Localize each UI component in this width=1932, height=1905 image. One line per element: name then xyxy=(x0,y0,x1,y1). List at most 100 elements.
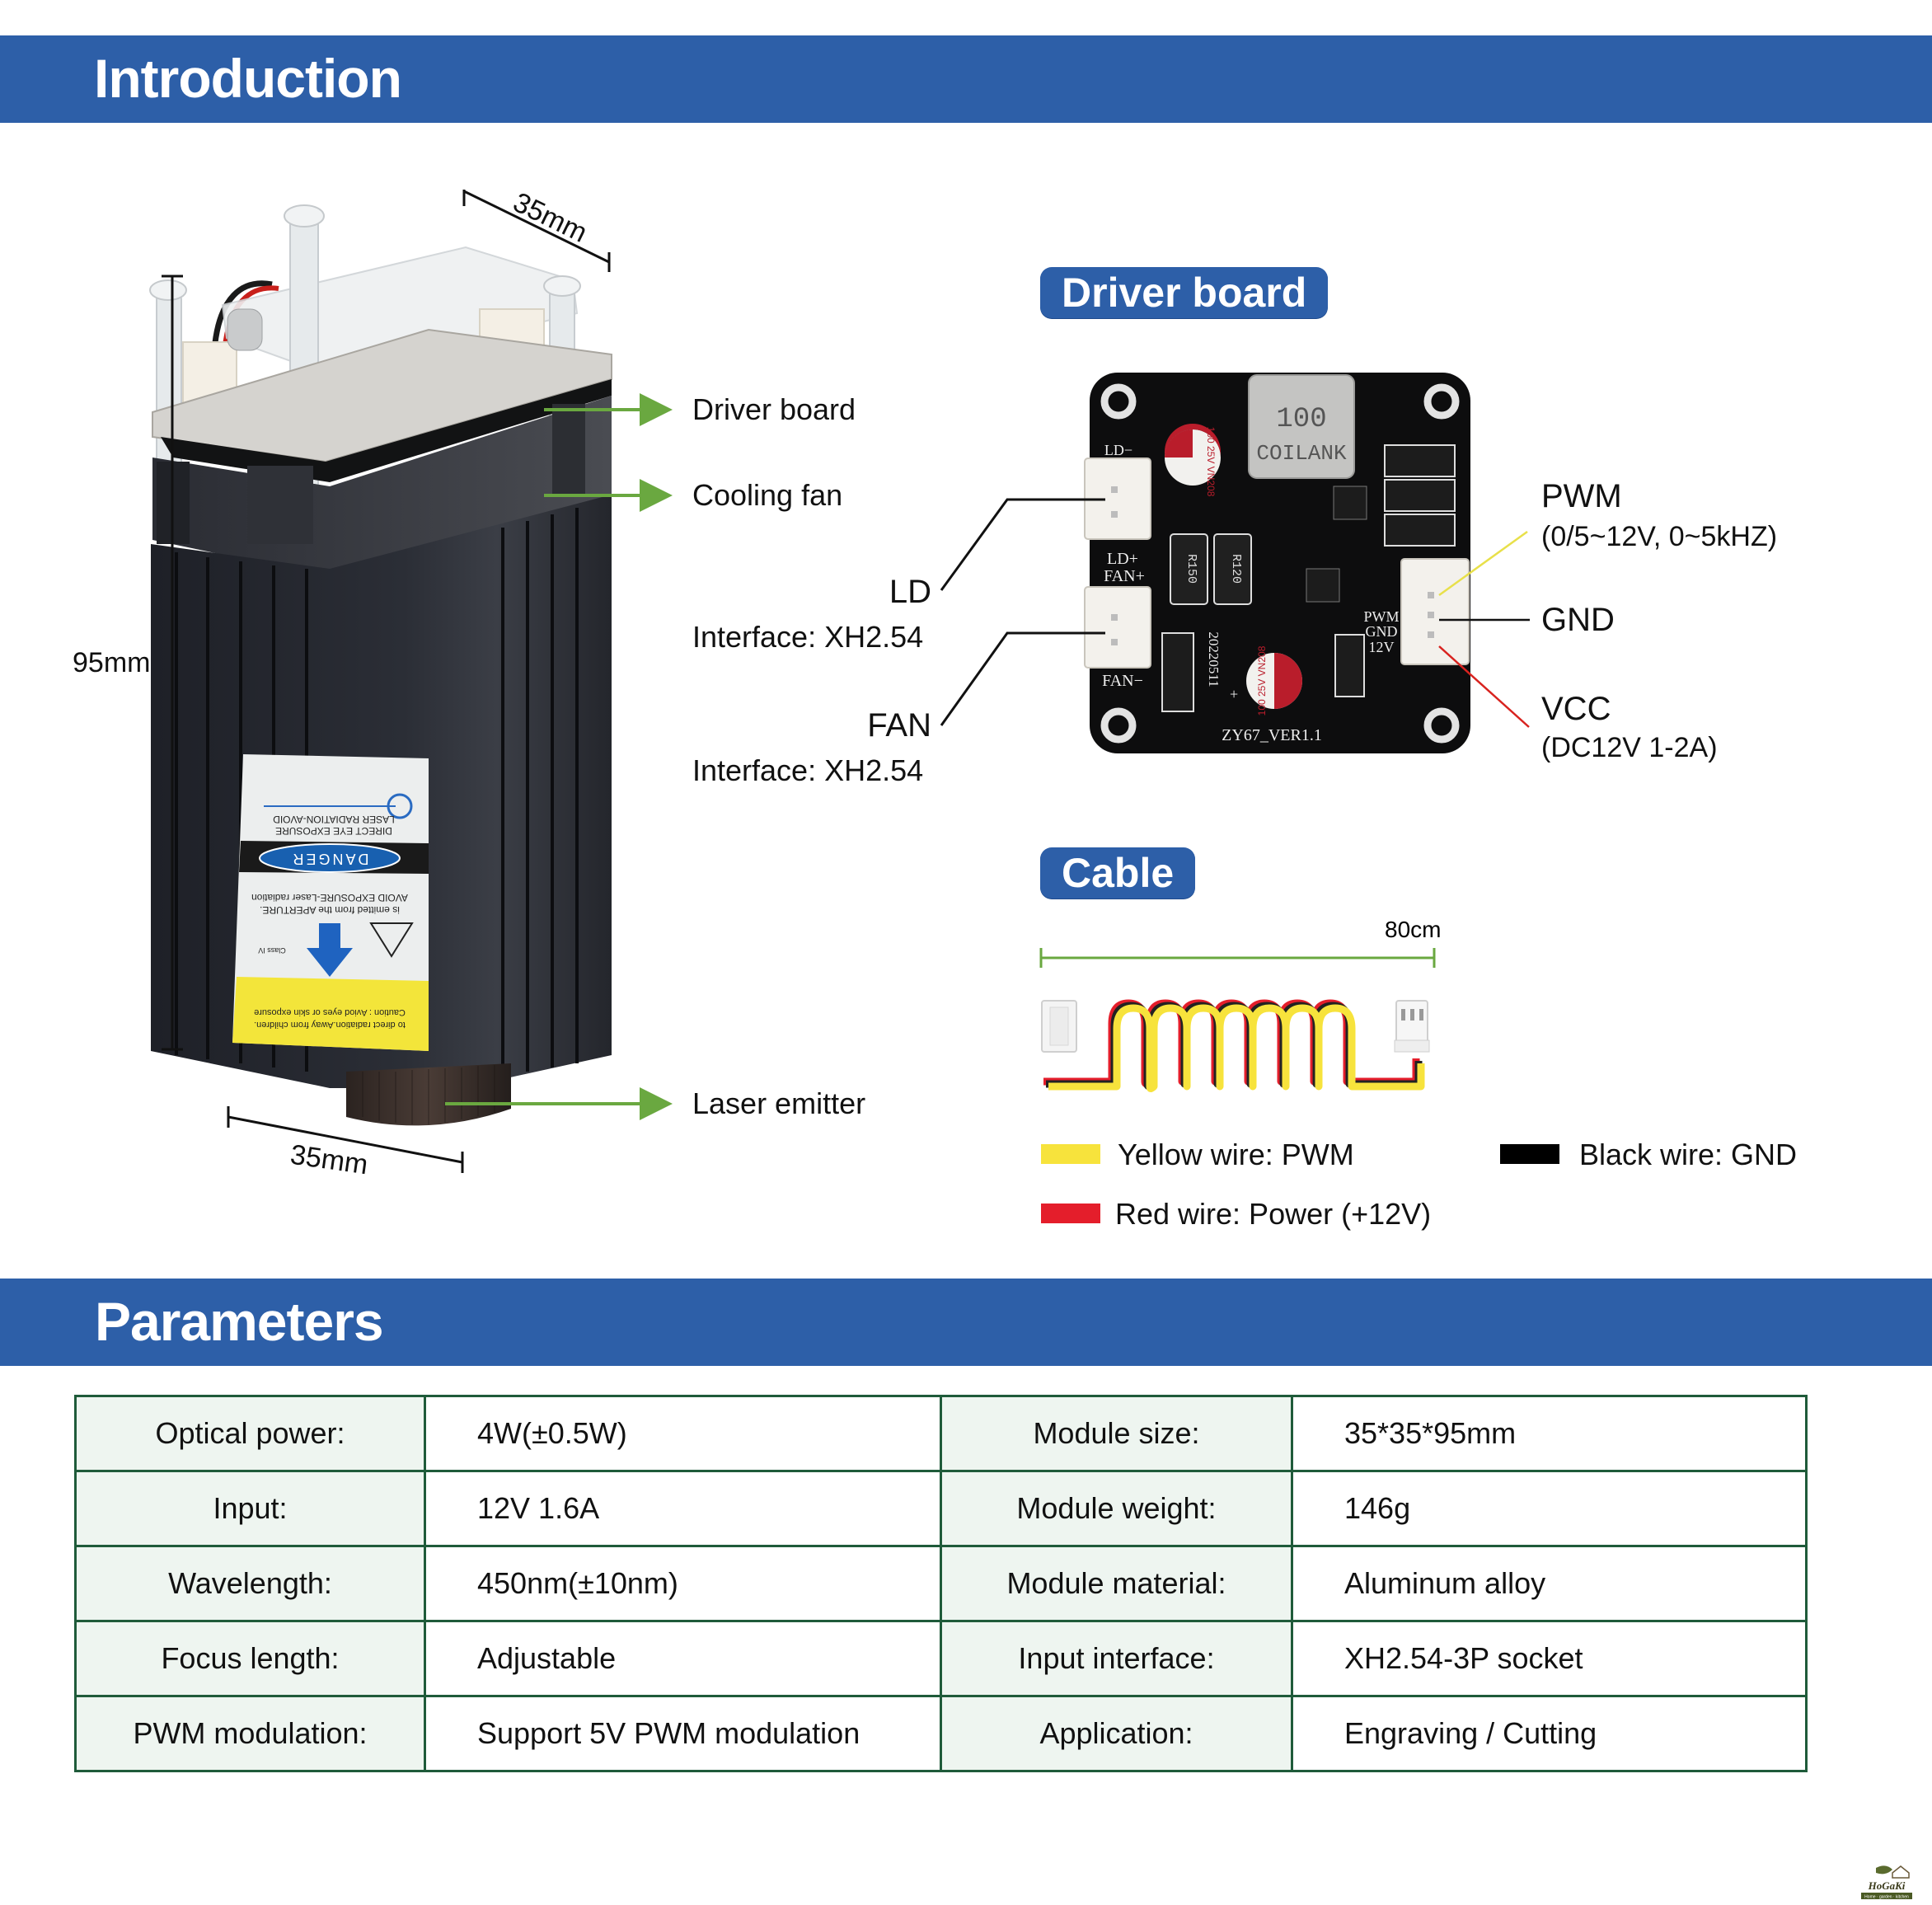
leader-vcc xyxy=(1438,645,1530,728)
leaf-icon xyxy=(1876,1865,1892,1875)
fan-connector xyxy=(1084,586,1151,669)
dimension-top xyxy=(462,190,611,272)
table-row: PWM modulation:Support 5V PWM modulation… xyxy=(74,1695,1808,1772)
silk-ld-plus: LD+ xyxy=(1107,550,1138,568)
dimension-bottom xyxy=(227,1106,464,1173)
cable-connector-right xyxy=(1394,1000,1430,1053)
legend-swatch-black xyxy=(1500,1144,1559,1164)
resistor-r120-label: R120 xyxy=(1229,554,1243,584)
resistor-r150-label: R150 xyxy=(1184,554,1198,584)
pin-vcc-detail: (DC12V 1-2A) xyxy=(1541,732,1718,763)
callout-driver-board: Driver board xyxy=(692,392,856,426)
param-label: Module size: xyxy=(940,1395,1293,1472)
silk-version: ZY67_VER1.1 xyxy=(1222,726,1322,744)
diode-2 xyxy=(1334,634,1365,697)
power-connector xyxy=(1400,558,1470,665)
param-label: Focus length: xyxy=(74,1620,426,1697)
label-avoid-1: AVOID EXPOSURE-Laser radiation xyxy=(251,892,408,903)
capacitor-top xyxy=(1165,424,1221,486)
cap-plus: + xyxy=(1230,686,1238,702)
ic-chip-2 xyxy=(1333,486,1367,520)
resistor-r150 xyxy=(1170,533,1208,605)
laser-module-illustration: LASER RADIATION-AVOID DIRECT EYE EXPOSUR… xyxy=(149,190,673,1173)
inductor-brand: COILANK xyxy=(1256,441,1347,466)
param-value: 12V 1.6A xyxy=(424,1470,942,1547)
parameters-banner: Parameters xyxy=(0,1279,1932,1366)
param-value: 450nm(±10nm) xyxy=(424,1545,942,1622)
cable-pill: Cable xyxy=(1040,847,1196,899)
house-icon xyxy=(1892,1865,1910,1879)
label-direct-eye: DIRECT EYE EXPOSURE xyxy=(275,825,392,837)
cable-wire-black xyxy=(1046,1002,1423,1090)
capacitor-top-text: 100 25V VN208 xyxy=(1205,427,1217,497)
legend-yellow-label: Yellow wire: PWM xyxy=(1118,1138,1354,1171)
param-value: 4W(±0.5W) xyxy=(424,1395,942,1472)
leader-fan xyxy=(940,631,1105,726)
cable-length-line xyxy=(1039,948,1436,968)
label-caution-2: to direct radiation.Away from children. xyxy=(254,1020,406,1030)
pin-vcc-name: VCC xyxy=(1541,691,1611,727)
cable-length-label: 80cm xyxy=(1385,917,1442,942)
introduction-banner: Introduction xyxy=(0,35,1932,123)
silk-ld-minus: LD− xyxy=(1104,442,1132,458)
dimension-height xyxy=(162,274,183,1051)
pin-pwm-name: PWM xyxy=(1541,478,1622,514)
silk-12v: 12V xyxy=(1369,639,1395,655)
connector-fan-interface: Interface: XH2.54 xyxy=(692,753,924,787)
leader-ld xyxy=(940,498,1105,591)
driver-board-pill: Driver board xyxy=(1040,267,1329,318)
param-label: Optical power: xyxy=(74,1395,426,1472)
parameters-title: Parameters xyxy=(95,1291,384,1352)
mounting-holes xyxy=(1100,383,1460,744)
ic-chip xyxy=(1306,568,1340,603)
legend-red-label: Red wire: Power (+12V) xyxy=(1115,1197,1432,1231)
param-label: Module material: xyxy=(940,1545,1293,1622)
capacitor-bottom-text: 100 25V VN208 xyxy=(1256,645,1268,716)
param-value: 146g xyxy=(1291,1470,1808,1547)
legend-swatch-yellow xyxy=(1041,1144,1100,1164)
callout-laser-emitter: Laser emitter xyxy=(692,1086,866,1120)
silk-fan-minus: FAN− xyxy=(1102,672,1143,690)
driver-board-illustration: 100 COILANK 100 25V VN208 100 25V VN208 … xyxy=(940,373,1530,753)
leader-pwm xyxy=(1438,530,1528,597)
cable-wire-yellow xyxy=(1048,1004,1425,1092)
param-label: Module weight: xyxy=(940,1470,1293,1547)
silk-date: 20220511 xyxy=(1206,631,1222,687)
warning-label xyxy=(232,754,429,1051)
param-value: Support 5V PWM modulation xyxy=(424,1695,942,1772)
param-label: Input interface: xyxy=(940,1620,1293,1697)
label-danger: DANGER xyxy=(290,851,368,867)
param-label: PWM modulation: xyxy=(74,1695,426,1772)
inductor xyxy=(1248,374,1355,479)
connector-ld-interface: Interface: XH2.54 xyxy=(692,620,924,654)
label-class: Class IV xyxy=(258,946,286,955)
inductor-code: 100 xyxy=(1276,404,1326,435)
param-value: Engraving / Cutting xyxy=(1291,1695,1808,1772)
parameters-table: Optical power:4W(±0.5W)Module size:35*35… xyxy=(74,1395,1808,1772)
diode xyxy=(1161,632,1194,712)
introduction-title: Introduction xyxy=(94,48,402,109)
label-avoid-2: is emitted from the APERTURE. xyxy=(260,904,400,916)
brand-name: HoGaKi xyxy=(1868,1879,1906,1892)
cable-wire-red xyxy=(1043,999,1420,1087)
pin-gnd-name: GND xyxy=(1541,602,1615,638)
param-label: Wavelength: xyxy=(74,1545,426,1622)
brand-tagline: Home · garden · kitchen xyxy=(1864,1895,1909,1900)
param-value: 35*35*95mm xyxy=(1291,1395,1808,1472)
legend-black-label: Black wire: GND xyxy=(1579,1138,1798,1171)
mosfets xyxy=(1384,444,1456,547)
table-row: Optical power:4W(±0.5W)Module size:35*35… xyxy=(74,1395,1808,1472)
param-value: Adjustable xyxy=(424,1620,942,1697)
resistor-r120 xyxy=(1213,533,1252,605)
dimension-height-label: 95mm xyxy=(73,647,151,678)
cable-connector-left xyxy=(1041,1000,1077,1053)
silk-pwm: PWM xyxy=(1363,608,1399,625)
param-label: Input: xyxy=(74,1470,426,1547)
pin-pwm-detail: (0/5~12V, 0~5kHZ) xyxy=(1541,521,1778,552)
connector-ld-name: LD xyxy=(889,574,931,610)
callout-cooling-fan: Cooling fan xyxy=(692,478,843,512)
table-row: Wavelength:450nm(±10nm)Module material:A… xyxy=(74,1545,1808,1622)
param-value: Aluminum alloy xyxy=(1291,1545,1808,1622)
